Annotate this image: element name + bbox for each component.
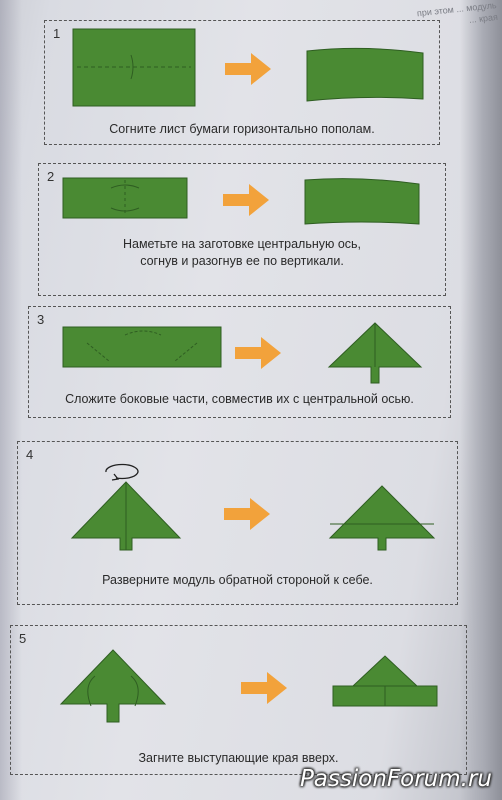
- step-number: 5: [19, 631, 27, 646]
- step-2-caption-line1: Наметьте на заготовке центральную ось,: [122, 237, 362, 251]
- step-4-illustration: [70, 463, 436, 551]
- step-number: 3: [37, 312, 45, 327]
- fold-up-mark: [87, 675, 139, 707]
- folded-module: [351, 655, 419, 687]
- arrow-icon: [241, 672, 287, 704]
- arrow-icon: [225, 53, 271, 85]
- step-3-caption: Сложите боковые части, совместив их с це…: [65, 392, 414, 406]
- arrow-icon: [223, 184, 269, 216]
- page-edge: при этом ... модуль ... края: [416, 0, 502, 800]
- fold-mark: [110, 184, 140, 212]
- step-3-illustration: [62, 322, 423, 384]
- step-number: 2: [47, 169, 55, 184]
- step-1-panel: 1 Согните лист бумаги горизонтально попо…: [44, 20, 440, 145]
- step-number: 1: [53, 26, 61, 41]
- folded-paper: [306, 47, 424, 102]
- triangle-module: [59, 649, 167, 723]
- step-5-panel: 5 Загните выступающие края вверх.: [10, 625, 467, 775]
- folded-strip: [62, 326, 222, 368]
- arrow-icon: [224, 498, 270, 530]
- step-4-panel: 4 Разверните модуль обратной стороной к …: [17, 441, 458, 605]
- triangle-module-back: [328, 485, 436, 551]
- arrow-icon: [235, 337, 281, 369]
- step-5-caption: Загните выступающие края вверх.: [138, 751, 339, 765]
- step-3-panel: 3 Сложите боковые части, совместив их с …: [28, 306, 451, 418]
- strip-result: [304, 178, 420, 225]
- step-4-caption: Разверните модуль обратной стороной к се…: [102, 573, 373, 587]
- step-5-illustration: [59, 649, 438, 723]
- step-number: 4: [26, 447, 34, 462]
- step-2-panel: 2 Наметьте на заготовке центральную ось,…: [38, 163, 446, 296]
- step-2-illustration: [62, 177, 420, 225]
- rotate-icon: [105, 463, 139, 480]
- step-1-illustration: [72, 28, 424, 107]
- fold-mark: [130, 54, 134, 80]
- step-1-caption: Согните лист бумаги горизонтально попола…: [109, 122, 375, 136]
- step-2-caption-line2: согнув и разогнув ее по вертикали.: [140, 254, 344, 268]
- watermark: PassionForum.ru: [299, 766, 492, 792]
- page-shadow: [0, 0, 22, 800]
